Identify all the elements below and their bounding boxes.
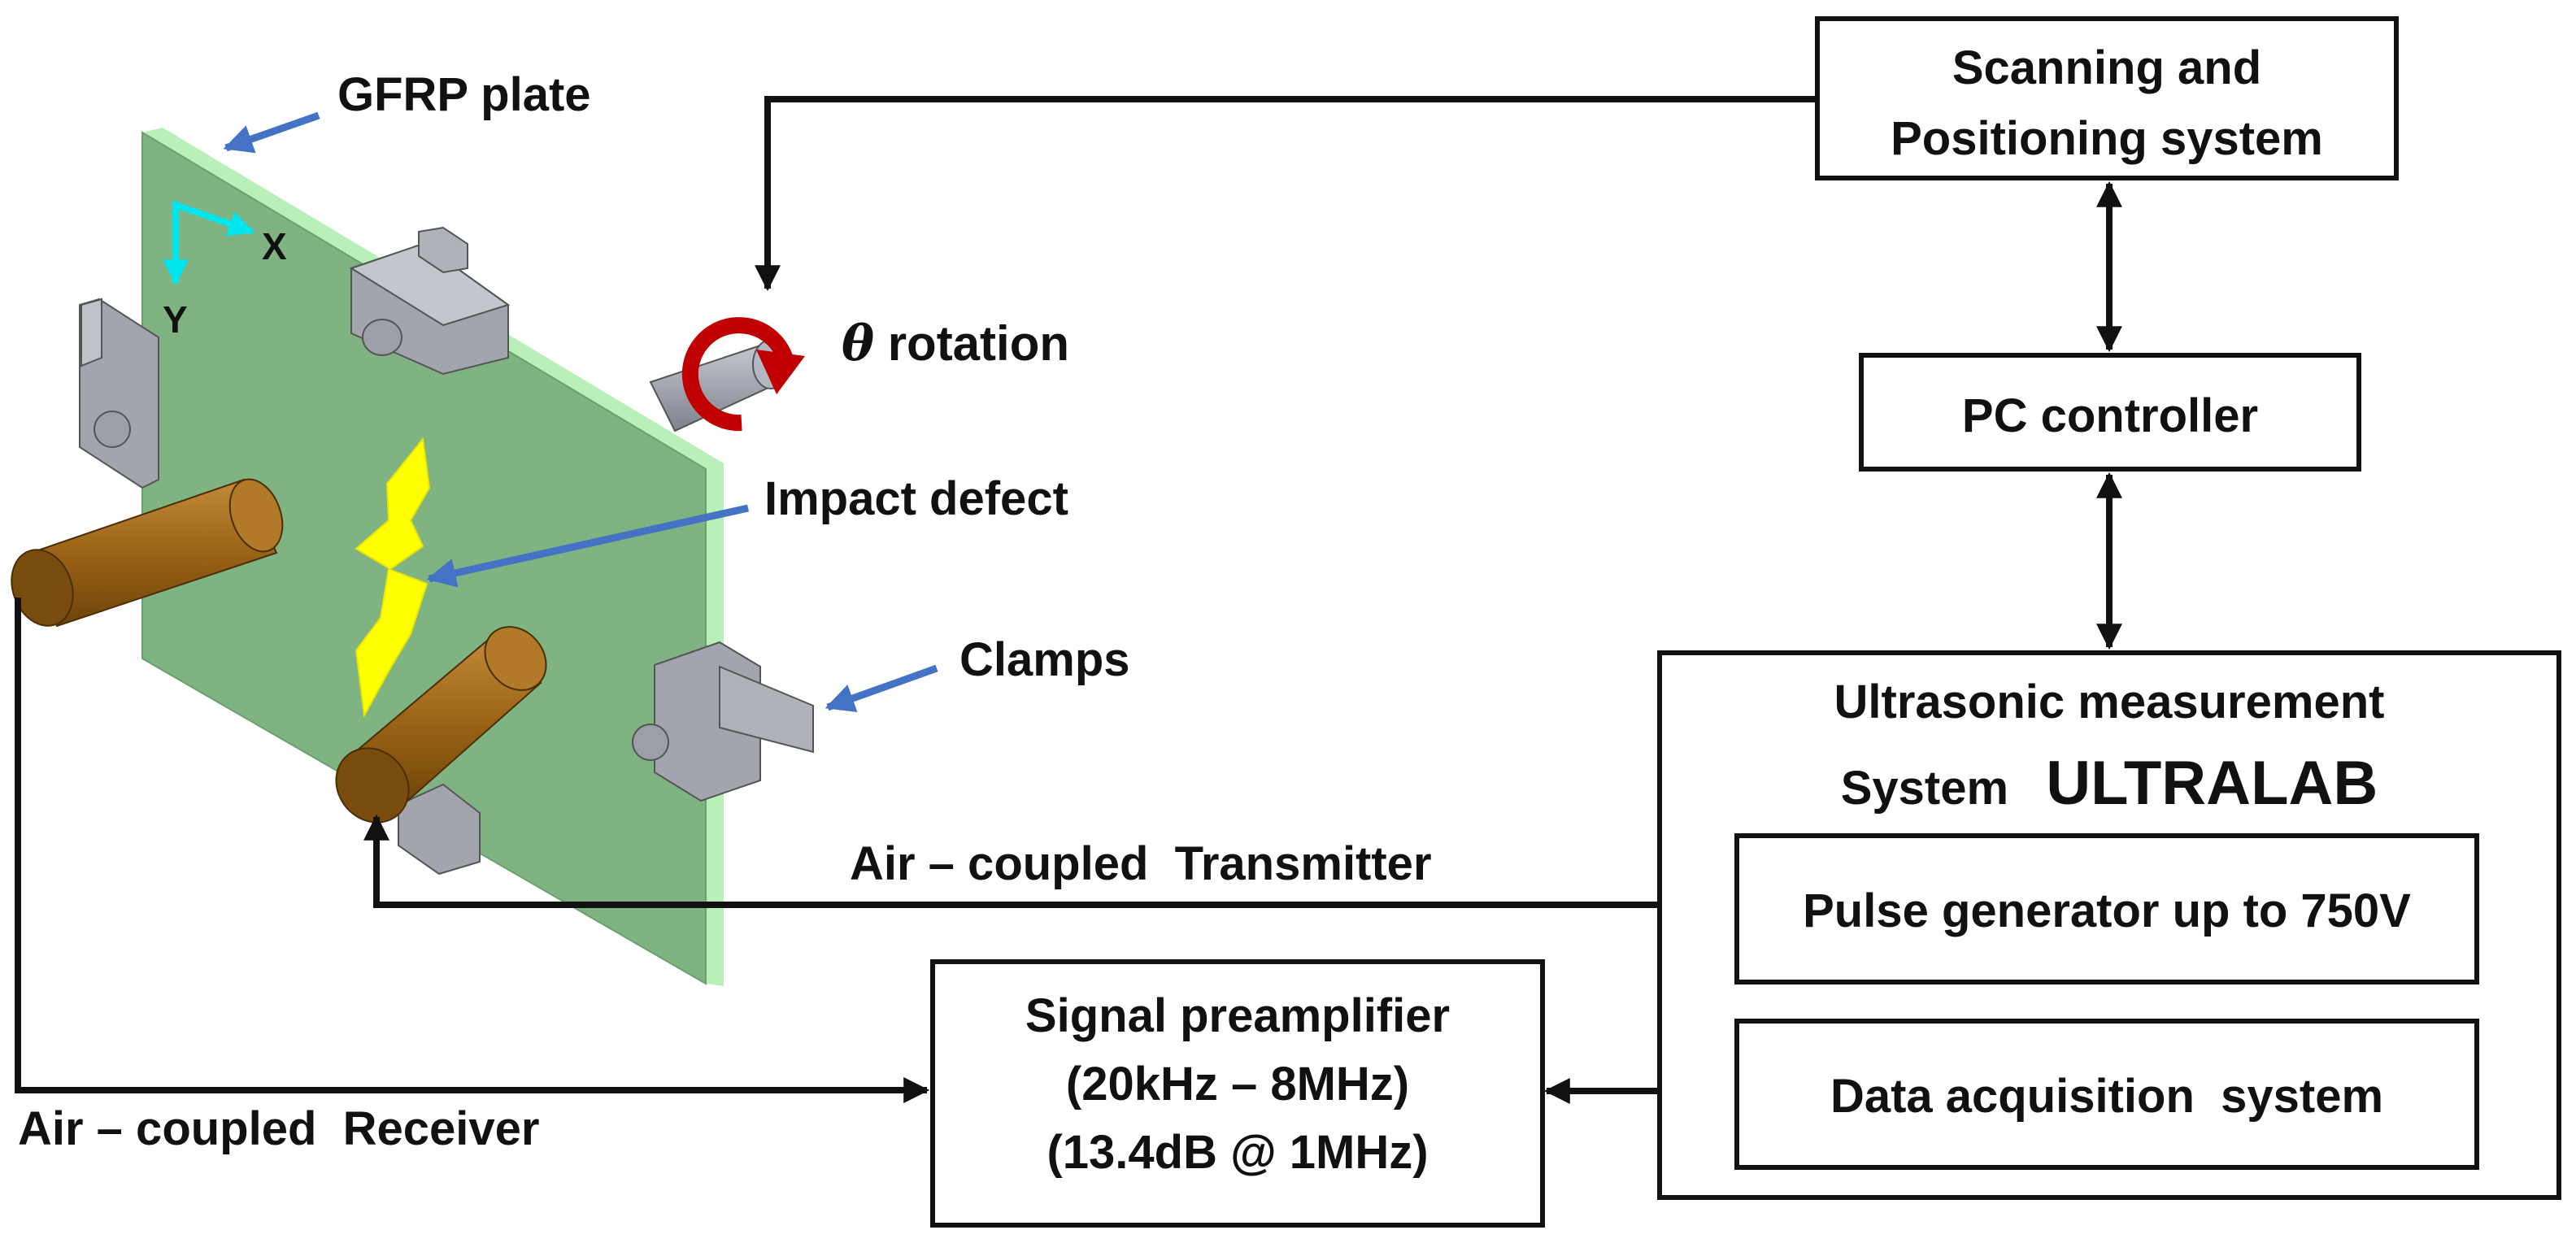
scanning-positioning-box: Scanning and Positioning system — [1815, 16, 2399, 180]
axis-y-label: Y — [163, 298, 188, 341]
gfrp-plate-label: GFRP plate — [337, 68, 591, 121]
scan-to-shaft-wire — [755, 96, 1815, 292]
preamp-line1: Signal preamplifier — [1025, 989, 1451, 1042]
receiver-to-preamp-wire — [15, 598, 930, 1103]
left-clamp — [79, 298, 159, 489]
transmitter-label: Air – coupled Transmitter — [850, 837, 1432, 890]
ultralab-brand: ULTRALAB — [2046, 749, 2378, 818]
ultrasonic-line1: Ultrasonic measurement — [1834, 676, 2385, 728]
pulse-to-transmitter-wire — [363, 814, 1734, 908]
data-acquisition-box: Data acquisition system — [1734, 1019, 2479, 1170]
pc-controller-box: PC controller — [1859, 353, 2361, 472]
scanning-line1: Scanning and — [1952, 41, 2262, 94]
ultrasonic-line2: System ULTRALAB — [1662, 737, 2556, 830]
preamp-line3: (13.4dB @ 1MHz) — [1046, 1126, 1429, 1180]
right-clamp — [632, 641, 814, 802]
ultrasonic-system-word: System — [1840, 762, 2009, 815]
clamps-label: Clamps — [959, 633, 1130, 686]
signal-preamplifier-box: Signal preamplifier (20kHz – 8MHz) (13.4… — [930, 959, 1545, 1228]
pc-controller-label: PC controller — [1961, 389, 2259, 442]
top-clamp — [349, 226, 511, 376]
data-acquisition-label: Data acquisition system — [1830, 1070, 2384, 1123]
preamp-line2: (20kHz – 8MHz) — [1065, 1058, 1410, 1111]
axis-indicator — [163, 200, 255, 286]
bottom-clamp — [398, 783, 481, 876]
clamps-pointer-arrow — [825, 664, 938, 713]
gfrp-pointer-arrow — [223, 111, 320, 154]
scanning-line2: Positioning system — [1891, 112, 2323, 165]
defect-pointer-arrow — [426, 504, 749, 588]
theta-symbol: θ — [842, 315, 875, 372]
transmitter-transducer — [335, 626, 547, 824]
rotation-arrow — [681, 317, 805, 432]
receiver-transducer — [11, 478, 284, 628]
receiver-label: Air – coupled Receiver — [18, 1102, 540, 1155]
axis-x-label: X — [262, 225, 287, 267]
impact-defect-label: Impact defect — [764, 472, 1068, 525]
theta-rotation-label: θ rotation — [842, 316, 1070, 371]
rotation-label: rotation — [887, 316, 1070, 371]
pulse-generator-label: Pulse generator up to 750V — [1803, 884, 2411, 937]
pulse-generator-box: Pulse generator up to 750V — [1734, 833, 2479, 984]
